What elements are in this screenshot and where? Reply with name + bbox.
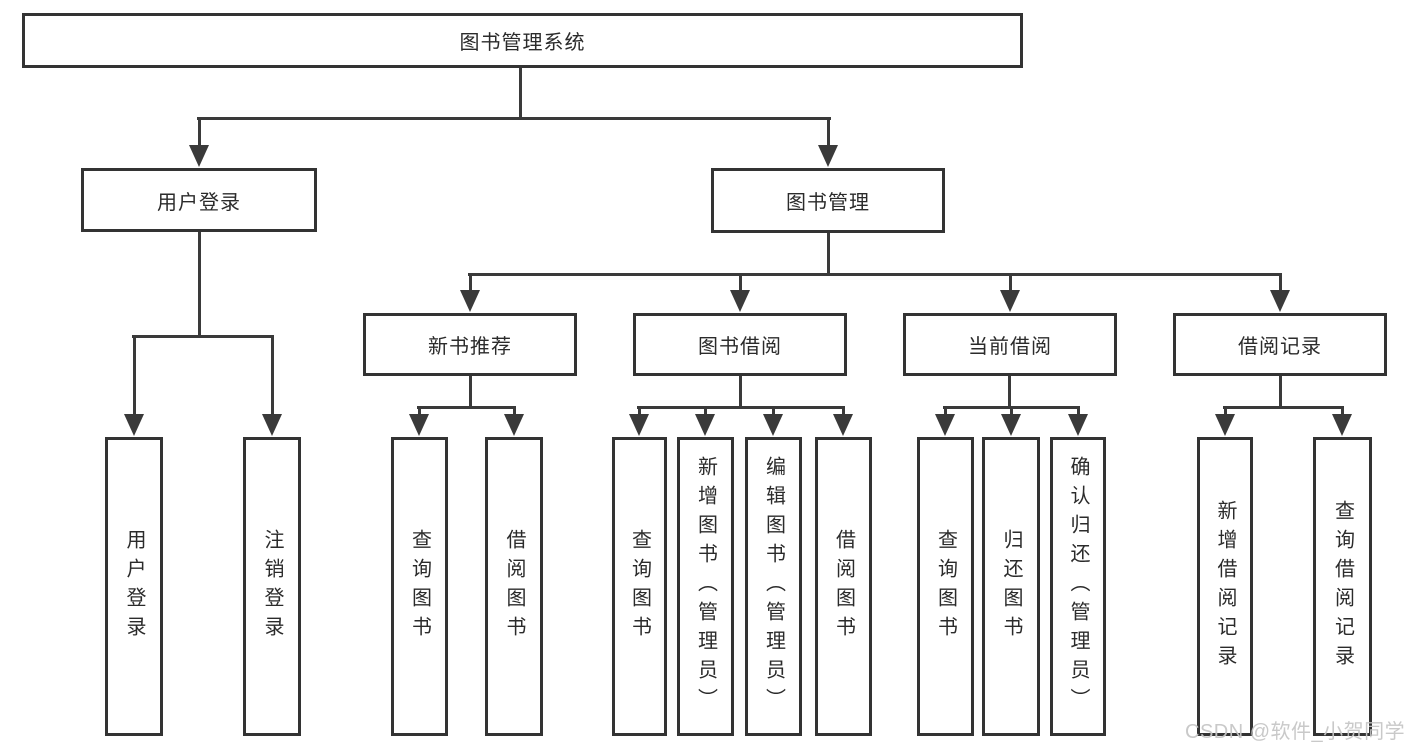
- node-borrow-records: 借阅记录: [1173, 313, 1387, 376]
- leaf-query-books-borrow: 查询图书: [612, 437, 667, 736]
- arrow-down-leaf-icon: [763, 414, 783, 436]
- connector-level3-bus: [468, 273, 1282, 276]
- leaf-edit-book-admin: 编辑图书（管理员）: [745, 437, 802, 736]
- leaf-query-books-current-label: 查询图书: [934, 528, 957, 645]
- arrow-down-leaf-icon: [1068, 414, 1088, 436]
- leaf-add-book-admin: 新增图书（管理员）: [677, 437, 734, 736]
- leaf-query-borrow-record-label: 查询借阅记录: [1331, 499, 1354, 674]
- connector-leaf-drop: [772, 406, 775, 416]
- node-borrow-records-label: 借阅记录: [1238, 336, 1322, 358]
- connector-leaf-drop: [944, 406, 947, 416]
- connector-leaf-drop: [1077, 406, 1080, 416]
- leaf-confirm-return-admin-label: 确认归还（管理员）: [1067, 456, 1089, 717]
- node-user-login-label: 用户登录: [157, 191, 241, 214]
- connector-borrow-records-bus: [1223, 406, 1344, 409]
- arrow-down-book-borrow-icon: [730, 290, 750, 312]
- connector-leaf-drop: [513, 406, 516, 416]
- arrow-down-borrow-records-icon: [1270, 290, 1290, 312]
- connector-leaf-drop: [704, 406, 707, 416]
- arrow-down-new-book-recommend-icon: [460, 290, 480, 312]
- leaf-add-book-admin-label: 新增图书（管理员）: [694, 456, 717, 717]
- arrow-down-leaf-logout-icon: [262, 414, 282, 436]
- leaf-return-books-label: 归还图书: [1000, 528, 1022, 645]
- leaf-user-login: 用户登录: [105, 437, 163, 736]
- node-library-system: 图书管理系统: [22, 13, 1023, 68]
- connector-current-borrow-stem: [1008, 376, 1011, 409]
- leaf-query-books-borrow-label: 查询图书: [628, 528, 651, 645]
- leaf-add-borrow-record: 新增借阅记录: [1197, 437, 1253, 736]
- connector-book-management-drop: [827, 117, 830, 146]
- leaf-edit-book-admin-label: 编辑图书（管理员）: [762, 456, 785, 717]
- connector-leaf-user-login-drop: [133, 335, 136, 415]
- leaf-user-login-label: 用户登录: [123, 528, 145, 645]
- connector-user-login-drop: [198, 117, 201, 146]
- connector-book-borrow-drop: [739, 273, 742, 291]
- arrow-down-leaf-icon: [504, 414, 524, 436]
- connector-level2-bus: [197, 117, 831, 120]
- connector-new-book-recommend-drop: [469, 273, 472, 291]
- leaf-query-books-current: 查询图书: [917, 437, 974, 736]
- arrow-down-leaf-icon: [1215, 414, 1235, 436]
- connector-new-book-recommend-bus: [417, 406, 516, 409]
- connector-leaf-drop: [842, 406, 845, 416]
- arrow-down-book-management-icon: [818, 145, 838, 167]
- connector-leaf-drop: [418, 406, 421, 416]
- connector-current-borrow-drop: [1009, 273, 1012, 291]
- csdn-watermark: CSDN @软件_小贺同学: [1185, 721, 1405, 743]
- connector-borrow-records-drop: [1279, 273, 1282, 291]
- node-book-borrow-label: 图书借阅: [698, 336, 782, 358]
- leaf-logout-label: 注销登录: [261, 528, 283, 645]
- arrow-down-user-login-icon: [189, 145, 209, 167]
- connector-leaf-drop: [1341, 406, 1344, 416]
- arrow-down-leaf-icon: [1332, 414, 1352, 436]
- leaf-query-borrow-record: 查询借阅记录: [1313, 437, 1372, 736]
- leaf-borrow-books-recommend-label: 借阅图书: [503, 528, 525, 645]
- leaf-borrow-books-borrow: 借阅图书: [815, 437, 872, 736]
- arrow-down-leaf-icon: [1001, 414, 1021, 436]
- connector-leaf-logout-drop: [271, 335, 274, 415]
- leaf-borrow-books-recommend: 借阅图书: [485, 437, 543, 736]
- connector-book-borrow-stem: [739, 376, 742, 409]
- arrow-down-leaf-icon: [629, 414, 649, 436]
- leaf-confirm-return-admin: 确认归还（管理员）: [1050, 437, 1106, 736]
- arrow-down-leaf-icon: [695, 414, 715, 436]
- connector-book-borrow-bus: [637, 406, 845, 409]
- connector-new-book-recommend-stem: [469, 376, 472, 409]
- leaf-logout: 注销登录: [243, 437, 301, 736]
- leaf-borrow-books-borrow-label: 借阅图书: [832, 528, 855, 645]
- node-new-book-recommend: 新书推荐: [363, 313, 577, 376]
- leaf-query-books-recommend-label: 查询图书: [408, 528, 431, 645]
- connector-leaf-drop: [1224, 406, 1227, 416]
- connector-book-management-stem: [827, 233, 830, 275]
- leaf-query-books-recommend: 查询图书: [391, 437, 448, 736]
- leaf-return-books: 归还图书: [982, 437, 1040, 736]
- connector-leaf-drop: [1010, 406, 1013, 416]
- arrow-down-leaf-icon: [935, 414, 955, 436]
- connector-root-stem: [519, 68, 522, 118]
- arrow-down-leaf-icon: [833, 414, 853, 436]
- arrow-down-leaf-icon: [409, 414, 429, 436]
- node-book-management-label: 图书管理: [786, 192, 870, 214]
- node-book-borrow: 图书借阅: [633, 313, 847, 376]
- node-book-management: 图书管理: [711, 168, 945, 233]
- node-library-system-label: 图书管理系统: [459, 32, 586, 54]
- connector-user-login-bus: [132, 335, 274, 338]
- connector-leaf-drop: [638, 406, 641, 416]
- leaf-add-borrow-record-label: 新增借阅记录: [1214, 499, 1236, 674]
- connector-user-login-stem: [198, 232, 201, 338]
- connector-borrow-records-stem: [1279, 376, 1282, 409]
- arrow-down-leaf-user-login-icon: [124, 414, 144, 436]
- node-current-borrow-label: 当前借阅: [968, 336, 1052, 358]
- node-current-borrow: 当前借阅: [903, 313, 1117, 376]
- arrow-down-current-borrow-icon: [1000, 290, 1020, 312]
- node-new-book-recommend-label: 新书推荐: [428, 336, 512, 358]
- node-user-login: 用户登录: [81, 168, 317, 232]
